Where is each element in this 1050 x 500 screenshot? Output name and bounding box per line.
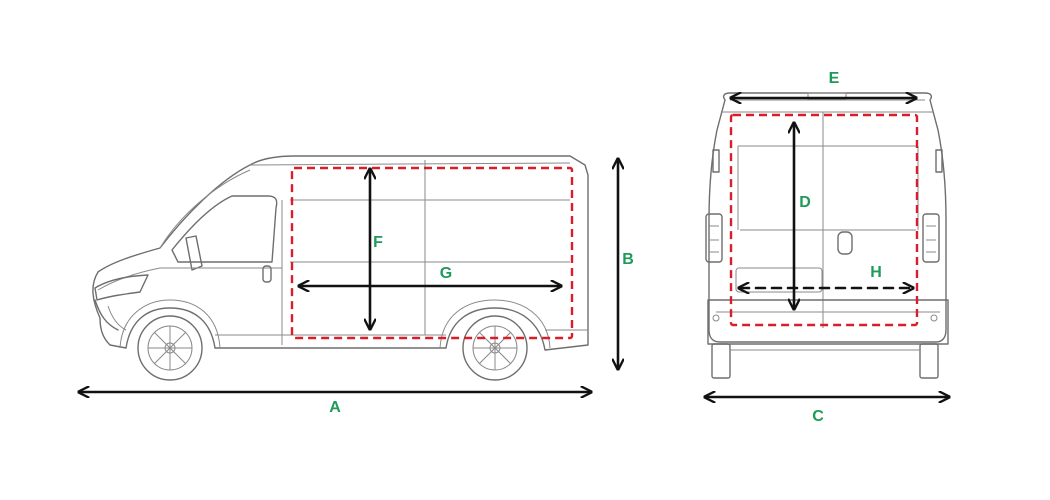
side-view-van: [92, 155, 589, 381]
rear-right-wheel: [919, 343, 939, 379]
side-mirror: [185, 235, 203, 271]
dimension-label-h: H: [870, 264, 882, 281]
side-body-outline: [92, 155, 589, 351]
rear-view-van: [705, 92, 949, 379]
dimension-label-f: F: [373, 234, 383, 251]
cargo-area-rear: [729, 113, 919, 327]
windshield: [171, 195, 278, 263]
left-tail-light: [705, 213, 723, 263]
headlight: [94, 274, 149, 301]
rear-left-wheel: [711, 343, 731, 379]
rear-wheel: [462, 315, 528, 381]
dimension-label-c: C: [812, 408, 824, 425]
rear-bumper: [707, 299, 949, 345]
dimension-label-a: A: [329, 399, 341, 416]
rear-body-outline: [708, 92, 947, 343]
right-tail-light: [922, 213, 940, 263]
dimension-label-e: E: [829, 70, 840, 87]
rear-door-handle: [837, 231, 853, 255]
cargo-area-side: [290, 166, 574, 340]
front-wheel: [137, 315, 203, 381]
dimension-label-b: B: [622, 251, 634, 268]
dimension-label-d: D: [799, 194, 811, 211]
dimension-label-g: G: [440, 265, 452, 282]
